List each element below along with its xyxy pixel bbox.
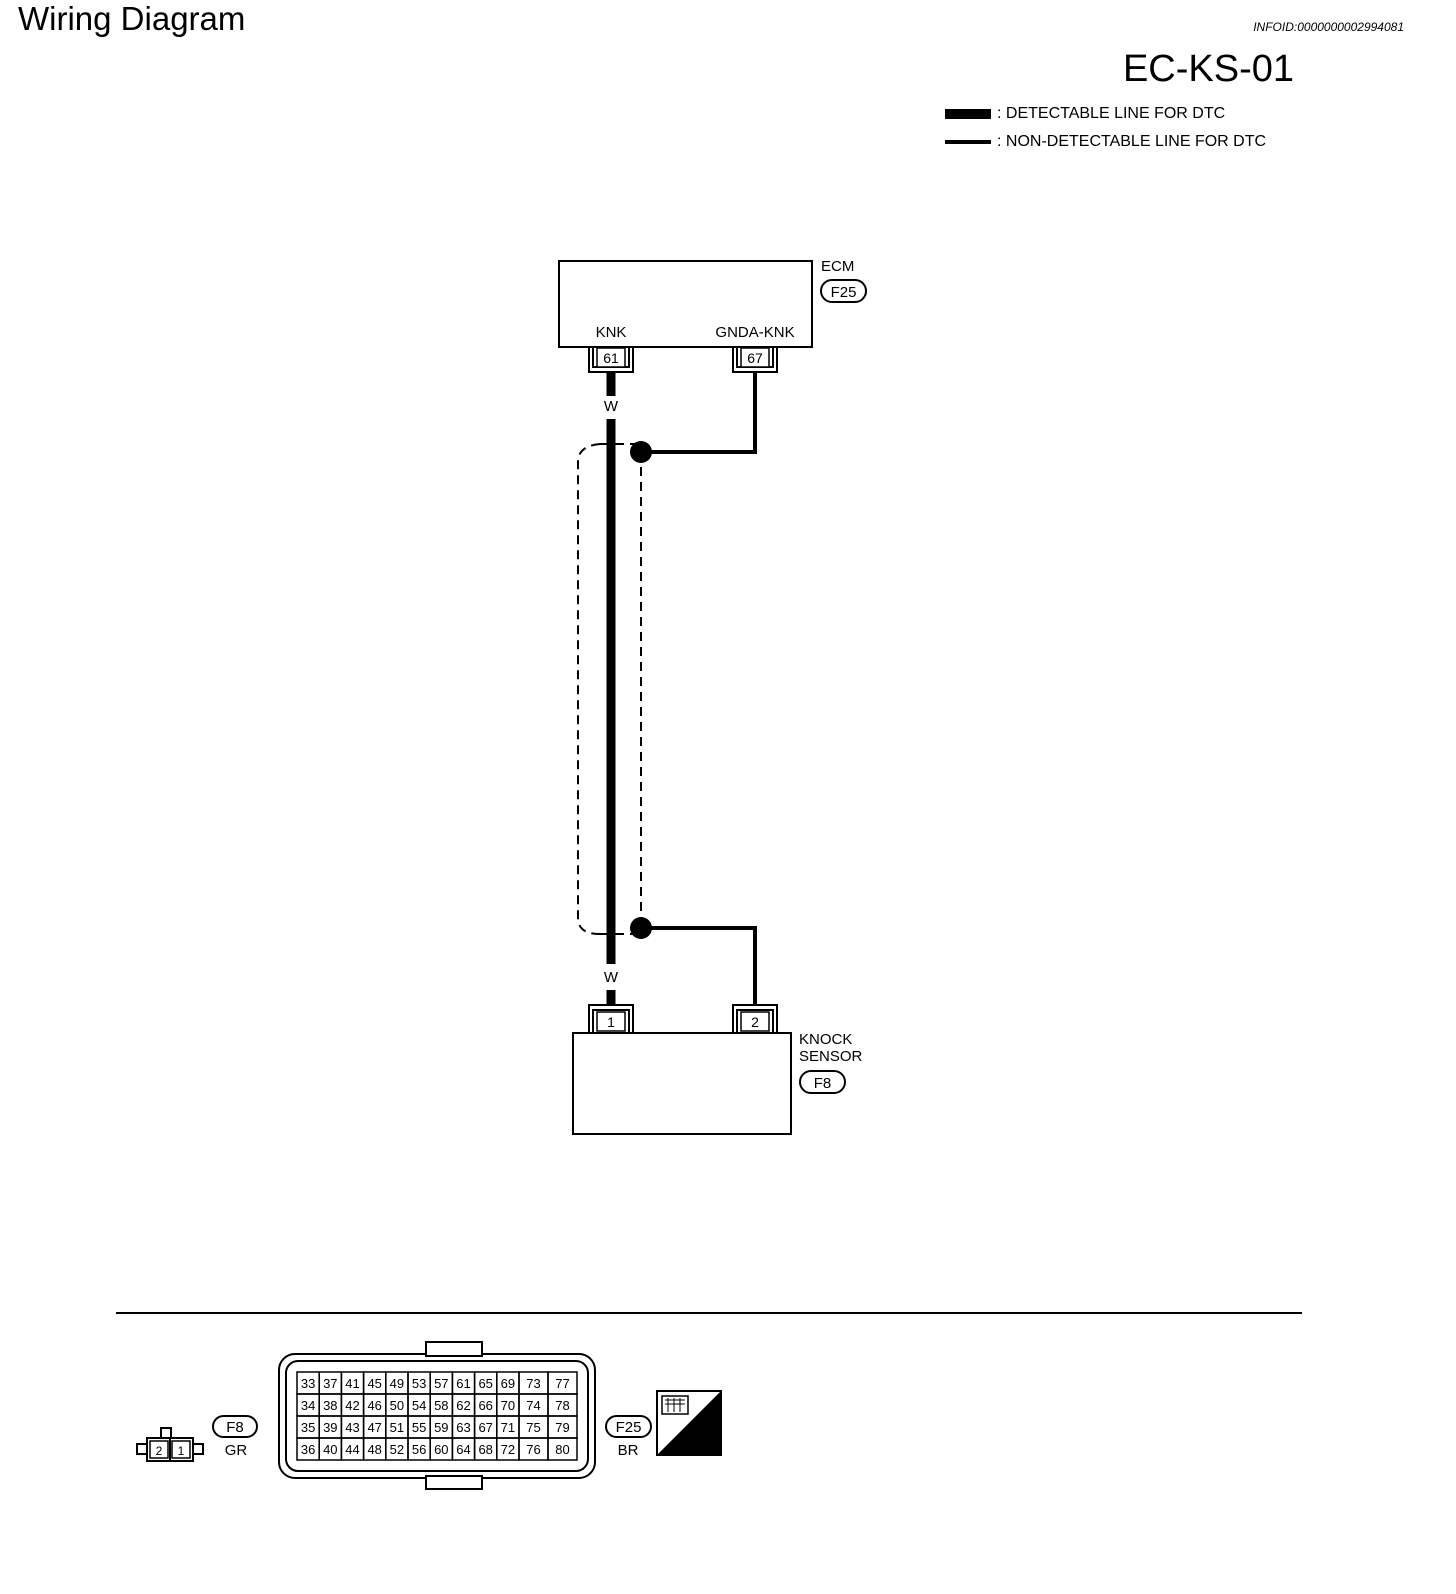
ecm-terminal-gnda-label: GNDA-KNK <box>715 324 794 341</box>
f8-pin-1: 1 <box>178 1444 185 1458</box>
ecm-pin-61: 61 <box>588 347 634 373</box>
f25-pin-number: 48 <box>367 1442 381 1457</box>
shield-junction-top <box>630 441 652 463</box>
f25-pin-number: 55 <box>412 1420 426 1435</box>
ecm-box <box>558 260 813 348</box>
harness-side-label: H.S. <box>680 1435 713 1454</box>
ecm-pin-61-number: 61 <box>603 350 619 366</box>
wire-color-label-bottom: W <box>604 969 619 986</box>
f25-pin-number: 73 <box>526 1376 540 1391</box>
f25-pin-number: 71 <box>501 1420 515 1435</box>
f25-pin-number: 67 <box>478 1420 492 1435</box>
f25-pin-number: 43 <box>345 1420 359 1435</box>
f25-pin-number: 69 <box>501 1376 515 1391</box>
f25-pin-number: 36 <box>301 1442 315 1457</box>
f25-pin-number: 65 <box>478 1376 492 1391</box>
f25-pin-number: 41 <box>345 1376 359 1391</box>
thin-line-swatch <box>945 140 991 144</box>
f25-pin-number: 40 <box>323 1442 337 1457</box>
sensor-pin-2: 2 <box>732 1004 778 1032</box>
harness-side-icon: H.S. <box>656 1390 722 1456</box>
f25-pin-number: 39 <box>323 1420 337 1435</box>
f25-pin-number: 75 <box>526 1420 540 1435</box>
f25-pin-number: 34 <box>301 1398 315 1413</box>
sensor-connector-label: F8 <box>814 1075 832 1092</box>
f25-pin-number: 62 <box>456 1398 470 1413</box>
f25-pin-number: 35 <box>301 1420 315 1435</box>
f25-pin-number: 68 <box>478 1442 492 1457</box>
f8-id-label: F8 <box>226 1419 244 1436</box>
f25-pin-grid: 33 37 41 45 49 53 57 61 65 69 73 77 34 38 42 46 50 54 58 62… <box>296 1371 578 1461</box>
f25-id-badge <box>605 1415 652 1438</box>
ground-wire-top <box>641 372 757 454</box>
info-id: INFOID:0000000002994081 <box>1253 20 1404 34</box>
f25-pin-number: 57 <box>434 1376 448 1391</box>
ecm-connector-label: F25 <box>831 284 857 301</box>
f25-pin-number: 60 <box>434 1442 448 1457</box>
f25-pin-number: 74 <box>526 1398 540 1413</box>
f25-pin-number: 77 <box>555 1376 569 1391</box>
f8-color-label: GR <box>225 1442 248 1459</box>
f25-pin-number: 70 <box>501 1398 515 1413</box>
f25-pin-number: 42 <box>345 1398 359 1413</box>
f25-pin-number: 54 <box>412 1398 426 1413</box>
f25-pin-number: 59 <box>434 1420 448 1435</box>
f25-pin-number: 44 <box>345 1442 359 1457</box>
ecm-pin-67: 67 <box>732 347 778 373</box>
legend-non-detectable: : NON-DETECTABLE LINE FOR DTC <box>945 133 1266 151</box>
f25-pin-number: 64 <box>456 1442 470 1457</box>
f25-pin-number: 79 <box>555 1420 569 1435</box>
f25-pin-number: 78 <box>555 1398 569 1413</box>
f25-pin-number: 45 <box>367 1376 381 1391</box>
f25-pin-number: 61 <box>456 1376 470 1391</box>
f25-pin-number: 47 <box>367 1420 381 1435</box>
f25-id-label: F25 <box>616 1419 642 1436</box>
page-title: Wiring Diagram <box>18 0 246 37</box>
f8-pin-2: 2 <box>156 1444 163 1458</box>
ecm-terminal-knk-label: KNK <box>596 324 627 341</box>
f25-pin-number: 56 <box>412 1442 426 1457</box>
thick-line-swatch <box>945 109 991 119</box>
f25-pin-number: 38 <box>323 1398 337 1413</box>
f25-pin-number: 76 <box>526 1442 540 1457</box>
f25-pin-number: 53 <box>412 1376 426 1391</box>
wire-color-label-top: W <box>604 398 619 415</box>
f25-pin-number: 33 <box>301 1376 315 1391</box>
f25-pin-number: 58 <box>434 1398 448 1413</box>
f25-connector-face: 33 37 41 45 49 53 57 61 65 69 73 77 34 38 42 46 50 54 58 62… <box>278 1341 596 1490</box>
f25-pin-number: 52 <box>390 1442 404 1457</box>
f8-id-badge <box>212 1415 258 1438</box>
f25-pin-number: 49 <box>390 1376 404 1391</box>
ecm-connector-badge <box>820 279 867 303</box>
f25-pin-number: 46 <box>367 1398 381 1413</box>
knock-sensor-box <box>572 1032 792 1135</box>
f25-pin-cell <box>547 1437 578 1461</box>
ecm-pin-67-number: 67 <box>747 350 763 366</box>
knock-sensor-label-2: SENSOR <box>799 1048 863 1065</box>
f25-pin-number: 51 <box>390 1420 404 1435</box>
sensor-pin-1-number: 1 <box>607 1014 615 1030</box>
f25-pin-number: 72 <box>501 1442 515 1457</box>
sensor-pin-2-number: 2 <box>751 1014 759 1030</box>
sensor-connector-badge <box>799 1070 846 1094</box>
f25-color-label: BR <box>618 1442 639 1459</box>
f25-pin-number: 37 <box>323 1376 337 1391</box>
f8-connector-face: 2 1 <box>136 1427 204 1462</box>
ecm-label: ECM <box>821 258 854 275</box>
sensor-pin-1: 1 <box>588 1004 634 1032</box>
legend-detectable: : DETECTABLE LINE FOR DTC <box>945 105 1225 123</box>
legend-non-detectable-label: : NON-DETECTABLE LINE FOR DTC <box>997 133 1267 150</box>
diagram-code: EC-KS-01 <box>1122 48 1294 90</box>
ground-wire-bottom <box>641 926 757 1006</box>
f25-pin-number: 80 <box>555 1442 569 1457</box>
knock-sensor-label-1: KNOCK <box>799 1031 852 1048</box>
shield-junction-bottom <box>630 917 652 939</box>
legend-detectable-label: : DETECTABLE LINE FOR DTC <box>997 105 1226 122</box>
f25-pin-number: 66 <box>478 1398 492 1413</box>
f25-pin-number: 50 <box>390 1398 404 1413</box>
f25-pin-number: 63 <box>456 1420 470 1435</box>
